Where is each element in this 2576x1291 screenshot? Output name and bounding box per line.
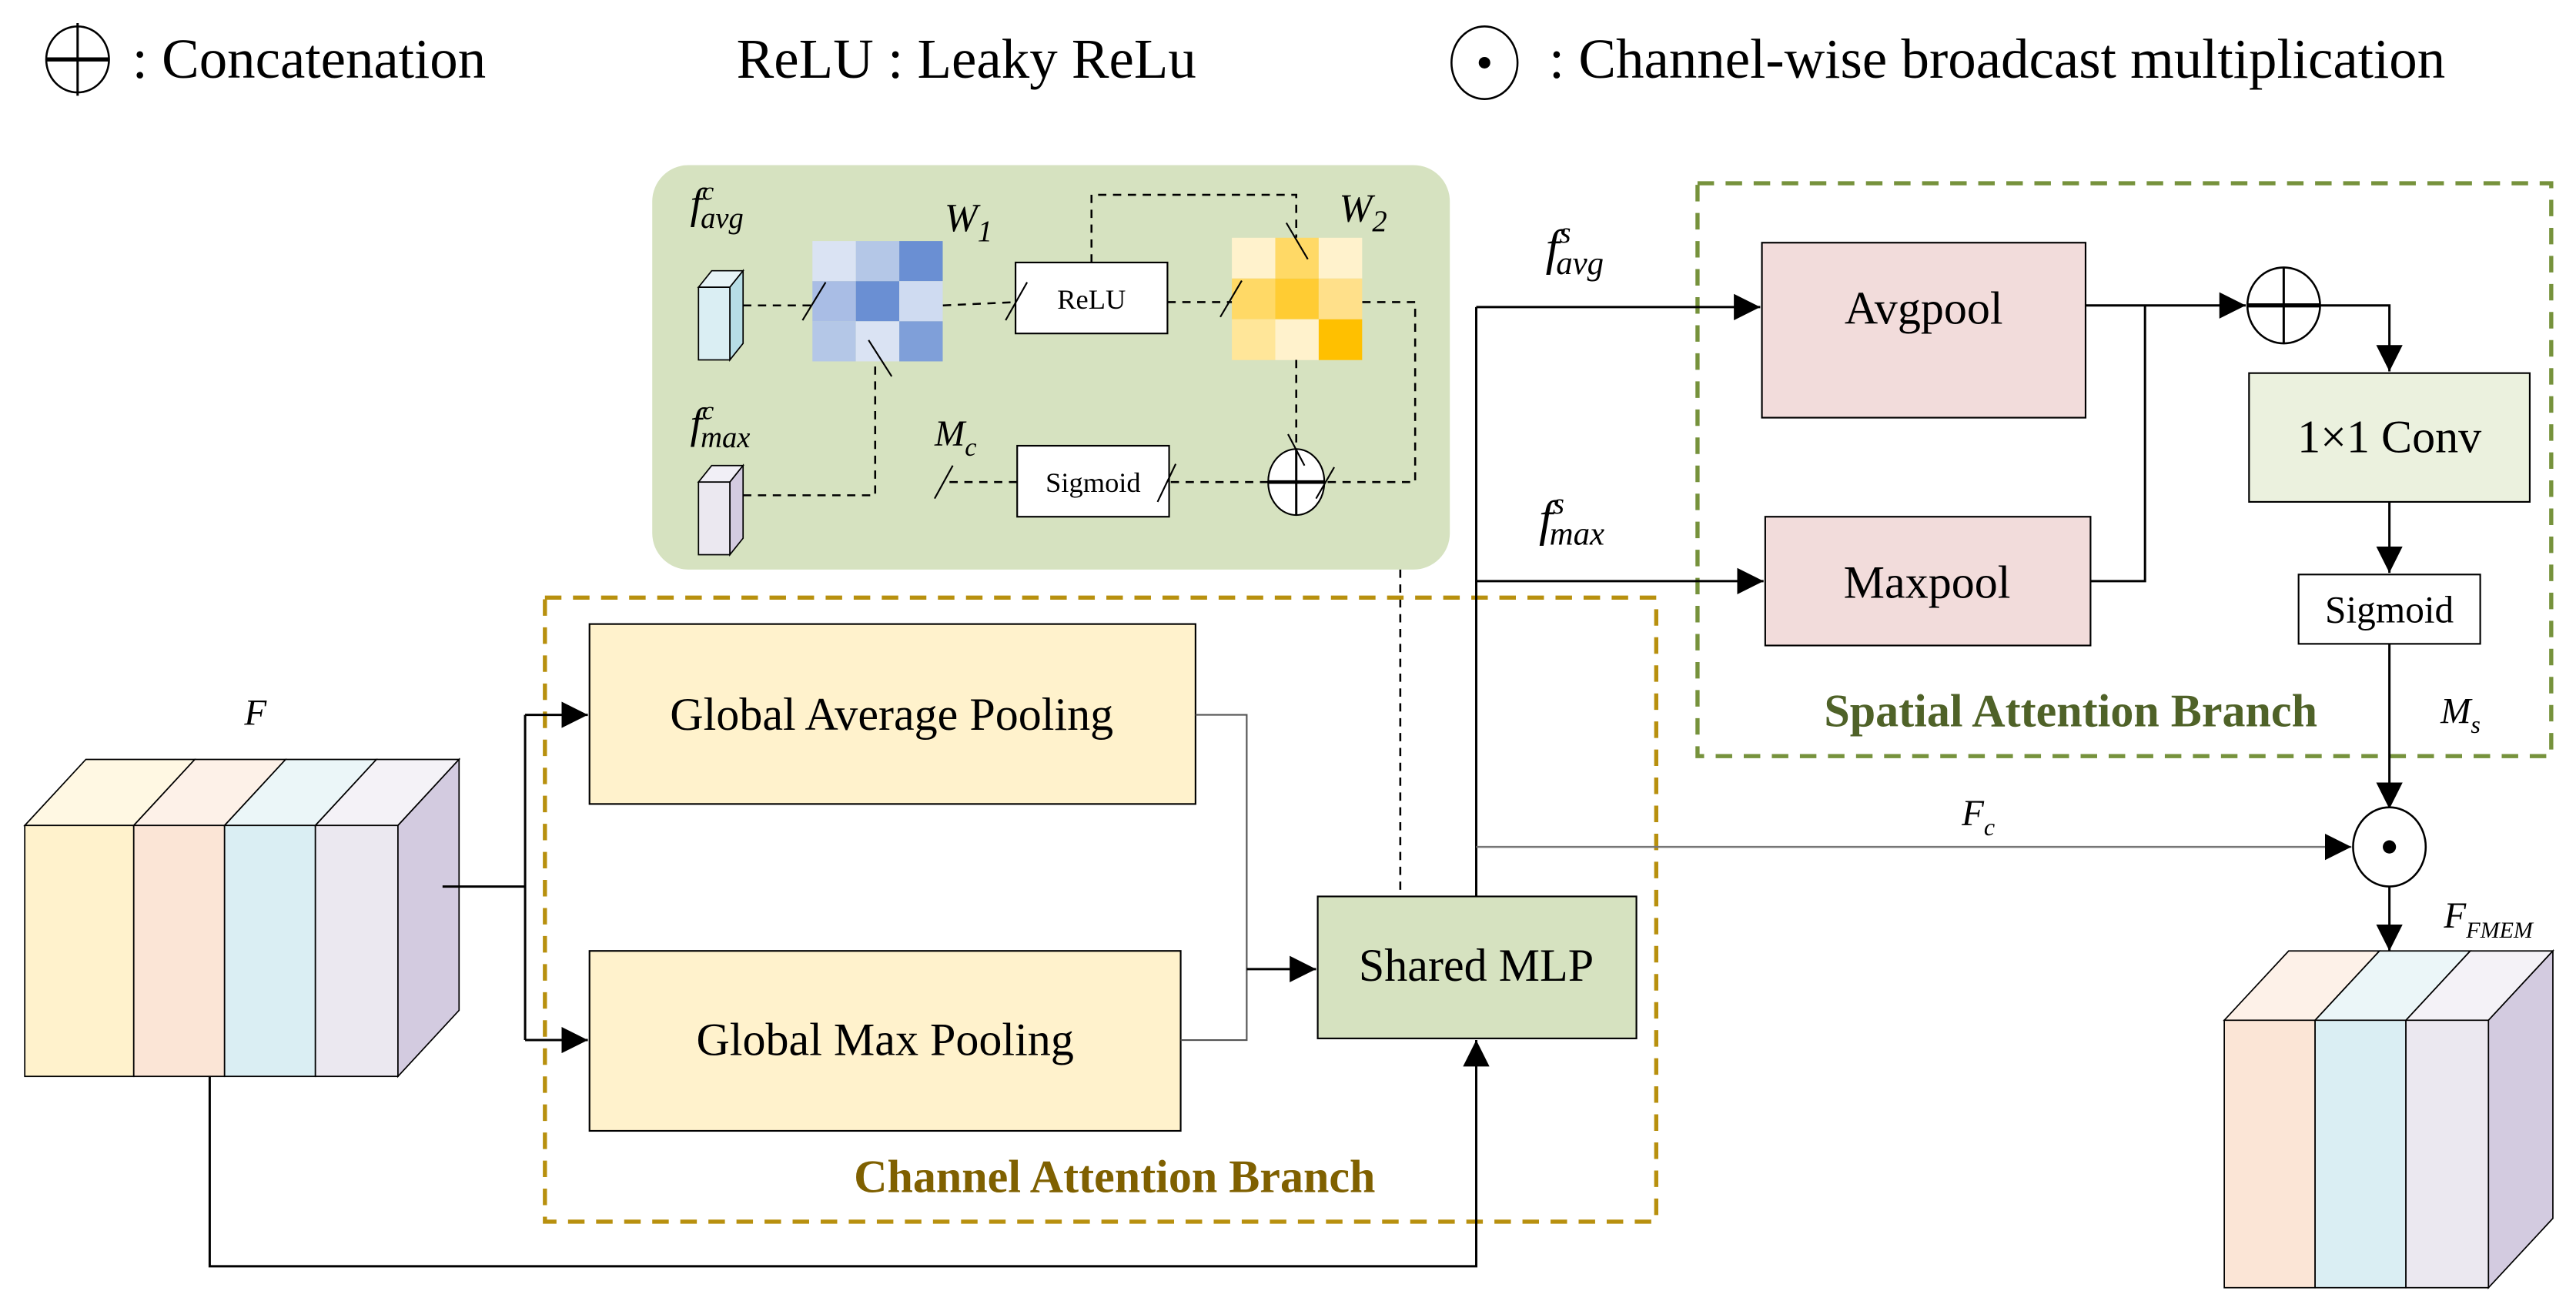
conv-1x1-box (2248, 372, 2531, 503)
weight-cell (1275, 237, 1319, 279)
weight-cell (1232, 278, 1276, 319)
conv-1x1-label: 1×1 Conv (2297, 411, 2482, 463)
global-max-pooling-label: Global Max Pooling (696, 1013, 1073, 1065)
weight-cell (855, 241, 900, 282)
broadcast-multiply-node-icon (2352, 806, 2427, 888)
maxpool-box (1764, 516, 2092, 647)
avgpool-label: Avgpool (1845, 282, 2003, 333)
input-label: F (243, 693, 267, 733)
weight-cell (899, 281, 943, 322)
mlp-detail-connections (743, 193, 1417, 503)
channel-branch-connections (208, 306, 1490, 1268)
channel-attention-branch-title: Channel Attention Branch (854, 1150, 1375, 1202)
weight-cell (899, 321, 943, 362)
mlp-sum-icon (1267, 448, 1326, 517)
maxpool-label: Maxpool (1844, 556, 2011, 607)
mc-sigmoid-label: Sigmoid (1045, 467, 1141, 498)
legend-multiplication-label: : Channel-wise broadcast multiplication (1549, 28, 2445, 90)
spatial-concat-icon (2246, 266, 2321, 345)
w1-weight-matrix (812, 241, 943, 362)
cube-channel-slice (2405, 1019, 2490, 1289)
spatial-branch-connections (1476, 292, 2403, 809)
weight-cell (1318, 237, 1363, 279)
global-average-pooling-box (588, 623, 1196, 805)
fc-max-vector (697, 463, 744, 557)
weight-cell (1232, 237, 1276, 279)
weight-cell (1318, 278, 1363, 319)
input-feature-map (23, 758, 461, 1079)
weight-cell (899, 241, 943, 282)
fc-avg-vector (697, 269, 744, 362)
output-feature-map (2223, 949, 2554, 1289)
cube-channel-slice (223, 824, 316, 1078)
legend-concatenation-label: : Concatenation (132, 28, 487, 90)
spatial-attention-branch-title: Spatial Attention Branch (1824, 685, 2317, 737)
avgpool-box (1761, 242, 2087, 419)
ms-sigmoid-box (2297, 574, 2481, 645)
ms-label: Ms (2440, 691, 2481, 738)
legend-relu-label: ReLU : Leaky ReLu (737, 28, 1196, 90)
global-max-pooling-box (588, 950, 1182, 1132)
cube-channel-slice (2314, 1019, 2407, 1289)
concatenation-icon (45, 23, 110, 96)
weight-cell (1275, 278, 1319, 319)
cube-side-face (397, 758, 460, 1079)
global-average-pooling-label: Global Average Pooling (670, 688, 1113, 740)
relu-box (1015, 261, 1169, 335)
spatial-attention-branch-frame (1695, 181, 2554, 758)
w2-label: W2 (1339, 186, 1387, 238)
weight-cell (812, 281, 856, 322)
weight-cell (1275, 319, 1319, 360)
relu-box-label: ReLU (1057, 284, 1126, 315)
w1-label: W1 (945, 196, 992, 248)
ms-sigmoid-label: Sigmoid (2325, 588, 2454, 630)
shared-mlp-label: Shared MLP (1359, 939, 1594, 991)
broadcast-multiplication-icon (1450, 25, 1519, 100)
mc-sigmoid-box (1016, 444, 1170, 518)
weight-cell (1318, 319, 1363, 360)
cube-channel-slice (314, 824, 399, 1078)
cube-channel-slice (24, 824, 135, 1078)
weight-cell (855, 281, 900, 322)
cube-channel-slice (2223, 1019, 2316, 1289)
legend: : Concatenation ReLU : Leaky ReLu : Chan… (45, 23, 2445, 100)
mc-label: Mc (934, 414, 977, 462)
w2-weight-matrix (1232, 237, 1363, 360)
fc-label: Fc (1961, 794, 1995, 841)
cube-channel-slice (132, 824, 226, 1078)
weight-cell (812, 241, 856, 282)
weight-cell (1232, 319, 1276, 360)
output-label: FFMEM (2443, 896, 2534, 943)
weight-cell (812, 321, 856, 362)
cube-side-face (2487, 949, 2554, 1289)
shared-mlp-box (1316, 895, 1638, 1039)
channel-attention-branch-frame (543, 595, 1658, 1224)
